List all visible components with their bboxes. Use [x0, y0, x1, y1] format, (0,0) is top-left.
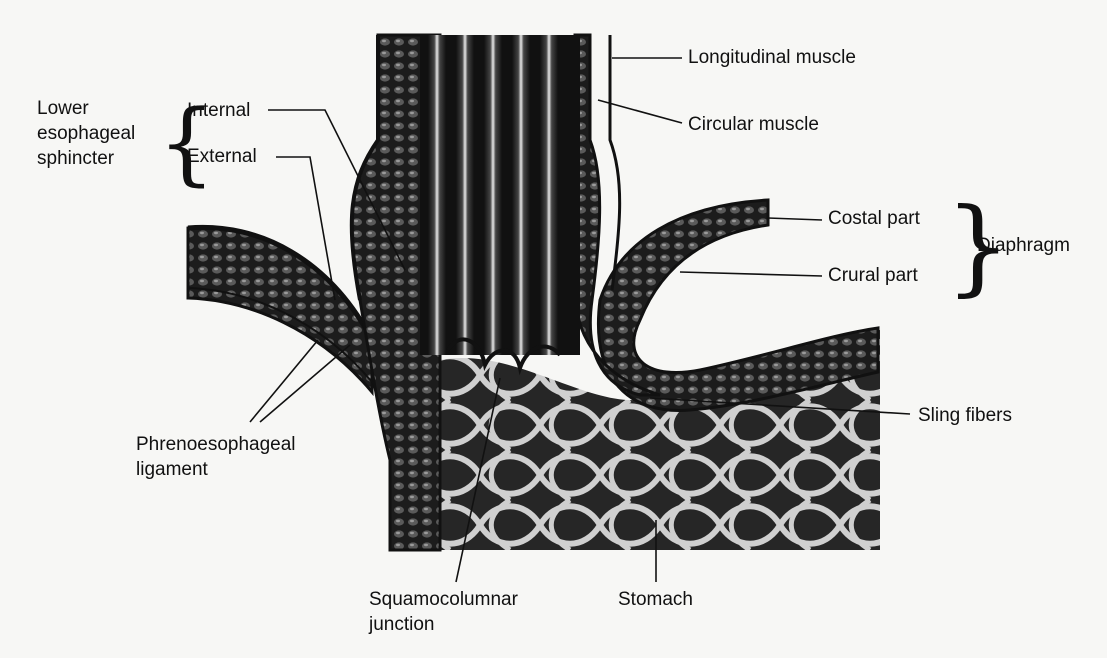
phrenoesophageal-ligament-label-line2: ligament: [136, 458, 208, 482]
esophageal-lumen: [420, 35, 580, 368]
costal-part-label: Costal part: [828, 207, 920, 231]
external-label: External: [187, 145, 257, 169]
lower-esophageal-sphincter-label-line2: esophageal: [37, 122, 135, 146]
stomach-label: Stomach: [618, 588, 693, 612]
left-diaphragm: [188, 227, 372, 392]
sling-fibers-label: Sling fibers: [918, 404, 1012, 428]
lower-esophageal-sphincter-label-line3: sphincter: [37, 147, 114, 171]
internal-label: Internal: [187, 99, 250, 123]
longitudinal-muscle-label: Longitudinal muscle: [688, 46, 856, 70]
right-diaphragm: [598, 200, 878, 410]
phrenoesophageal-ligament-label-line1: Phrenoesophageal: [136, 433, 296, 457]
diaphragm-label: Diaphragm: [977, 234, 1070, 258]
squamocolumnar-junction-label-line2: junction: [369, 613, 435, 637]
lower-esophageal-sphincter-label-line1: Lower: [37, 97, 89, 121]
squamocolumnar-junction-label-line1: Squamocolumnar: [369, 588, 518, 612]
circular-muscle-label: Circular muscle: [688, 113, 819, 137]
crural-part-label: Crural part: [828, 264, 918, 288]
